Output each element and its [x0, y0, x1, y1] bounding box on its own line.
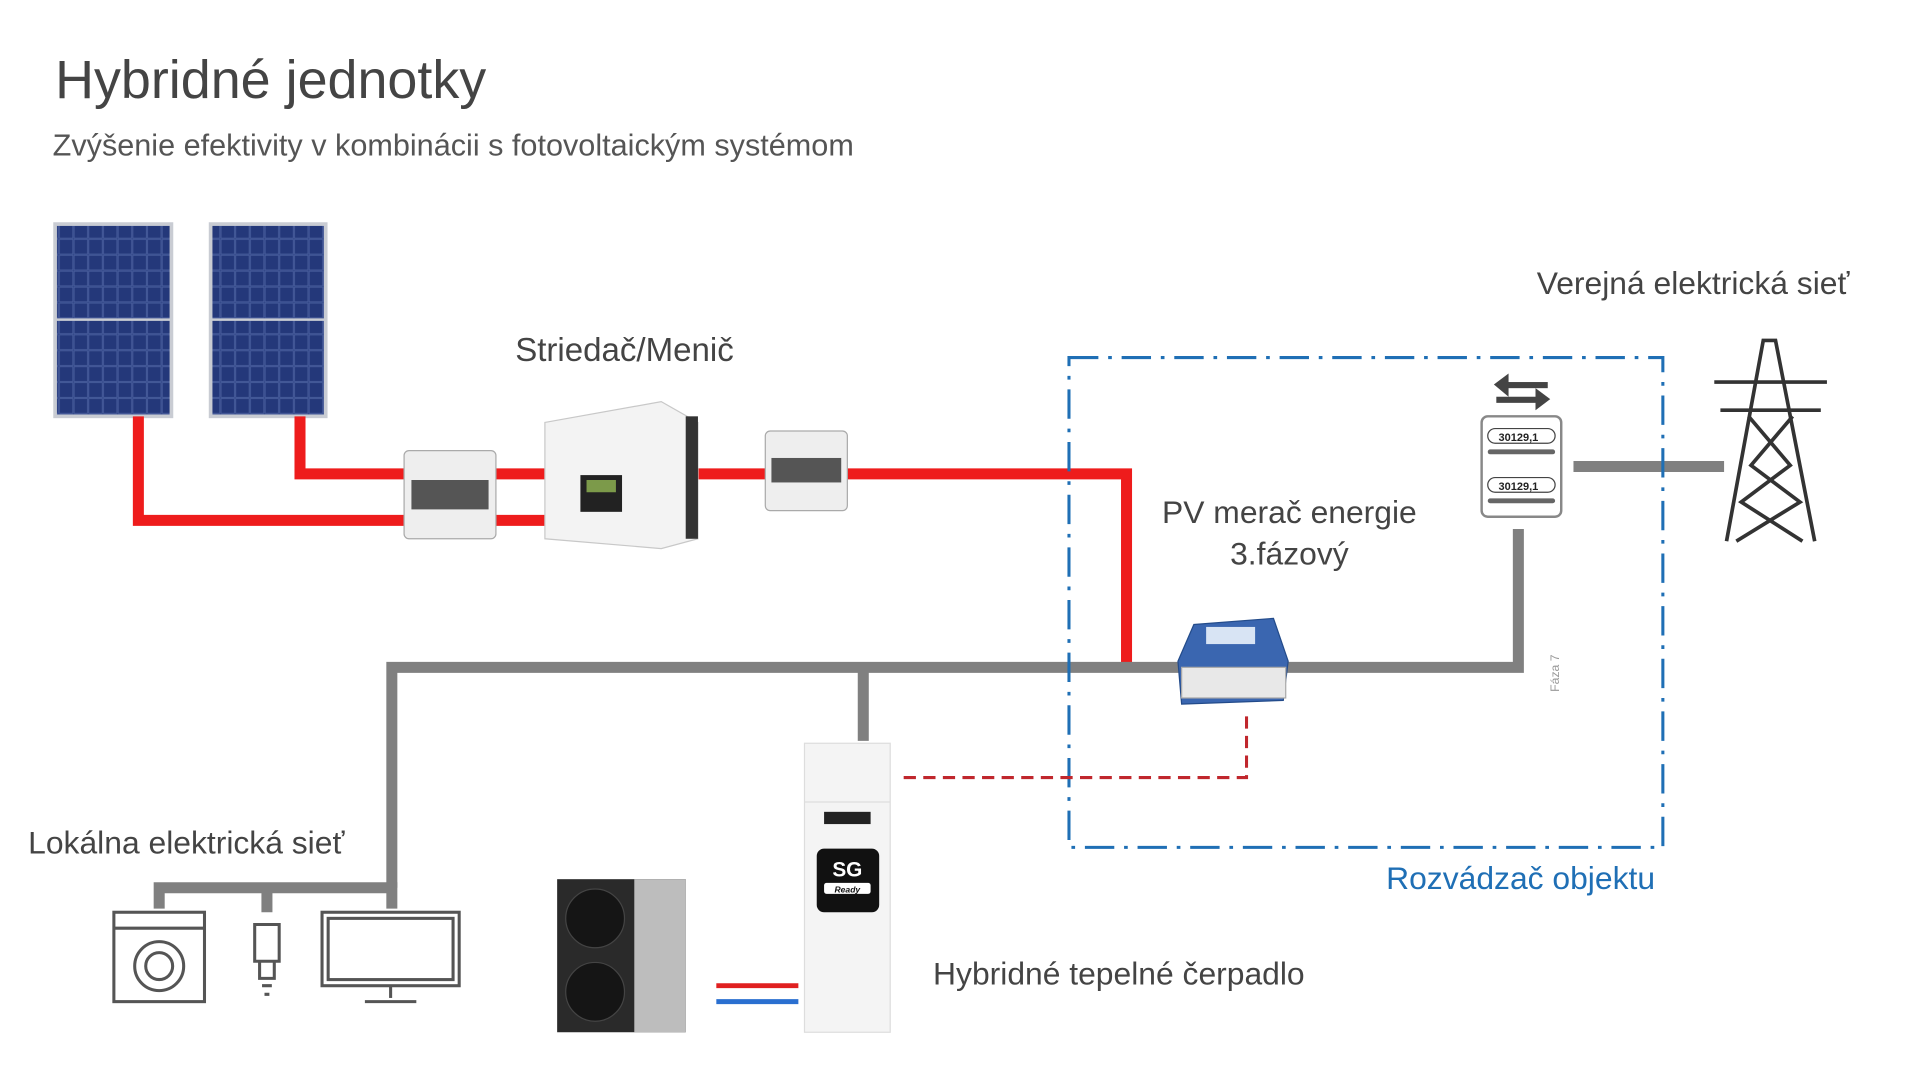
solar-panel-icon: [208, 222, 328, 419]
signal-cable: [900, 716, 1249, 780]
distribution-board-boundary: [1067, 356, 1665, 849]
pv-energy-meter-icon: [1177, 617, 1289, 705]
dc-breaker-box-icon: [403, 450, 497, 540]
distribution-board-label: Rozvádzač objektu: [1386, 860, 1655, 896]
page-title: Hybridné jednotky: [55, 50, 486, 110]
page-subtitle: Zvýšenie efektivity v kombinácii s fotov…: [53, 129, 854, 163]
power-pylon-icon: [1714, 338, 1827, 543]
bidirectional-arrows-icon: [1493, 373, 1551, 411]
indoor-unit-icon: SG Ready: [803, 742, 891, 1033]
heat-pump-label: Hybridné tepelné čerpadlo: [933, 955, 1305, 991]
outdoor-unit-icon: [557, 879, 686, 1033]
inverter-icon: [544, 400, 699, 550]
pipes: [716, 983, 799, 1005]
sg-badge-text: SG: [832, 859, 862, 882]
light-bulb-icon: [253, 922, 281, 996]
public-grid-label: Verejná elektrická sieť: [1537, 265, 1851, 301]
pv-meter-phase-label: 3.fázový: [1230, 535, 1349, 571]
dc-cabling: [132, 416, 1133, 668]
phase-note: Fáza 7: [1548, 654, 1562, 692]
inverter-label: Striedač/Menič: [515, 332, 734, 369]
grid-meter-icon: 30129,1 30129,1: [1480, 415, 1563, 518]
meter-reading-1: 30129,1: [1498, 432, 1538, 444]
meter-reading-2: 30129,1: [1498, 481, 1538, 493]
local-grid-label: Lokálna elektrická sieť: [28, 824, 345, 860]
washing-machine-icon: [112, 910, 207, 1004]
ac-breaker-box-icon: [764, 430, 848, 512]
monitor-icon: [320, 910, 461, 1004]
solar-panel-icon: [53, 222, 174, 419]
sg-ready-text: Ready: [834, 885, 861, 895]
ac-cabling: [153, 461, 1725, 913]
pv-meter-label: PV merač energie: [1162, 494, 1417, 530]
